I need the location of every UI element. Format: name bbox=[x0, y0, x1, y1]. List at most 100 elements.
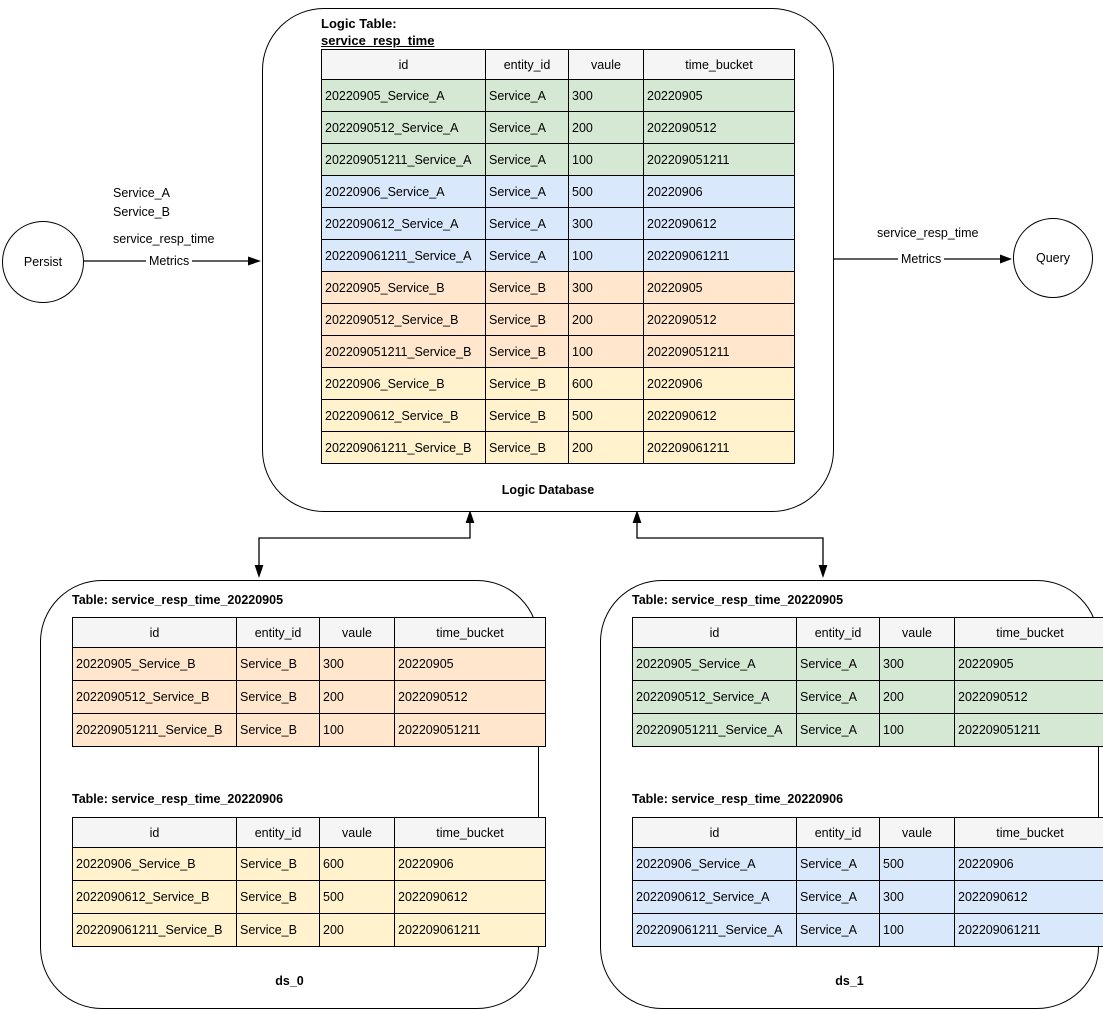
column-header: entity_id bbox=[236, 817, 320, 848]
table-cell: 100 bbox=[879, 913, 955, 947]
db-to-ds1-connector-line bbox=[636, 522, 824, 566]
table-cell: 20220905_Service_A bbox=[632, 647, 797, 681]
table-cell: Service_B bbox=[485, 367, 569, 400]
table-cell: 300 bbox=[319, 647, 395, 681]
table-cell: Service_A bbox=[485, 239, 569, 272]
db-to-ds0-connector-line bbox=[258, 522, 471, 566]
table-cell: 2022090512_Service_A bbox=[632, 680, 797, 714]
table-cell: 20220906 bbox=[643, 175, 795, 208]
column-header: vaule bbox=[879, 617, 955, 648]
table-cell: 20220906_Service_B bbox=[72, 847, 237, 881]
table-cell: 20220905 bbox=[394, 647, 546, 681]
table-cell: 20220905_Service_B bbox=[72, 647, 237, 681]
column-header: time_bucket bbox=[394, 817, 546, 848]
table-cell: Service_B bbox=[236, 713, 320, 747]
table-cell: 20220905 bbox=[643, 271, 795, 304]
ds1-caption: ds_1 bbox=[835, 974, 864, 988]
left-edge-label-service-a: Service_A bbox=[113, 186, 170, 200]
table-cell: 202209061211_Service_B bbox=[321, 431, 486, 464]
column-header: vaule bbox=[319, 817, 395, 848]
table-cell: 300 bbox=[568, 79, 644, 112]
table-cell: Service_B bbox=[236, 880, 320, 914]
table-cell: 100 bbox=[319, 713, 395, 747]
table-cell: Service_A bbox=[796, 847, 880, 881]
table-cell: 200 bbox=[879, 680, 955, 714]
table-cell: Service_A bbox=[485, 143, 569, 176]
column-header: entity_id bbox=[796, 617, 880, 648]
column-header: vaule bbox=[568, 49, 644, 80]
column-header: id bbox=[72, 817, 237, 848]
db-to-ds0-down-arrowhead-icon bbox=[254, 565, 264, 578]
table-cell: 2022090612 bbox=[954, 880, 1103, 914]
table-cell: Service_A bbox=[485, 207, 569, 240]
table-cell: 202209051211 bbox=[954, 713, 1103, 747]
column-header: entity_id bbox=[236, 617, 320, 648]
table-cell: 20220906_Service_A bbox=[632, 847, 797, 881]
column-header: entity_id bbox=[485, 49, 569, 80]
table-cell: 20220905 bbox=[954, 647, 1103, 681]
table-cell: 202209051211_Service_A bbox=[321, 143, 486, 176]
table-cell: 200 bbox=[568, 431, 644, 464]
table-cell: 20220906_Service_B bbox=[321, 367, 486, 400]
left-edge-label-service-b: Service_B bbox=[113, 205, 170, 219]
ds0-table2-title: Table: service_resp_time_20220906 bbox=[72, 792, 284, 806]
column-header: time_bucket bbox=[954, 817, 1103, 848]
db-to-ds1-down-arrowhead-icon bbox=[818, 565, 828, 578]
table-cell: Service_B bbox=[236, 913, 320, 947]
column-header: id bbox=[632, 617, 797, 648]
table-cell: Service_A bbox=[796, 713, 880, 747]
table-cell: 20220905 bbox=[643, 79, 795, 112]
table-cell: 2022090512 bbox=[643, 303, 795, 336]
db-to-query-arrowhead-icon bbox=[1000, 254, 1012, 264]
column-header: id bbox=[321, 49, 486, 80]
table-cell: 200 bbox=[319, 680, 395, 714]
table-cell: 300 bbox=[879, 647, 955, 681]
table-cell: 202209051211 bbox=[643, 143, 795, 176]
table-cell: Service_B bbox=[485, 271, 569, 304]
logic-table-title: Logic Table: service_resp_time bbox=[321, 15, 434, 49]
table-cell: 2022090512 bbox=[643, 111, 795, 144]
right-edge-label-service-resp-time: service_resp_time bbox=[877, 226, 979, 240]
column-header: time_bucket bbox=[954, 617, 1103, 648]
persist-label: Persist bbox=[23, 255, 63, 269]
table-cell: Service_A bbox=[485, 111, 569, 144]
logic-table-title-line2: service_resp_time bbox=[321, 33, 435, 48]
table-cell: 2022090612_Service_B bbox=[321, 399, 486, 432]
table-cell: 20220906 bbox=[394, 847, 546, 881]
table-cell: Service_B bbox=[236, 647, 320, 681]
persist-node: Persist bbox=[2, 221, 84, 303]
table-cell: 2022090512_Service_B bbox=[72, 680, 237, 714]
table-cell: 200 bbox=[568, 111, 644, 144]
table-cell: 202209061211 bbox=[954, 913, 1103, 947]
table-cell: 200 bbox=[568, 303, 644, 336]
table-cell: 200 bbox=[319, 913, 395, 947]
table-cell: 2022090612 bbox=[394, 880, 546, 914]
table-cell: Service_B bbox=[485, 335, 569, 368]
table-cell: 20220906_Service_A bbox=[321, 175, 486, 208]
db-to-ds0-up-arrowhead-icon bbox=[465, 510, 475, 523]
table-cell: 202209061211 bbox=[643, 431, 795, 464]
logic-database-caption: Logic Database bbox=[501, 483, 595, 497]
table-cell: Service_B bbox=[236, 847, 320, 881]
